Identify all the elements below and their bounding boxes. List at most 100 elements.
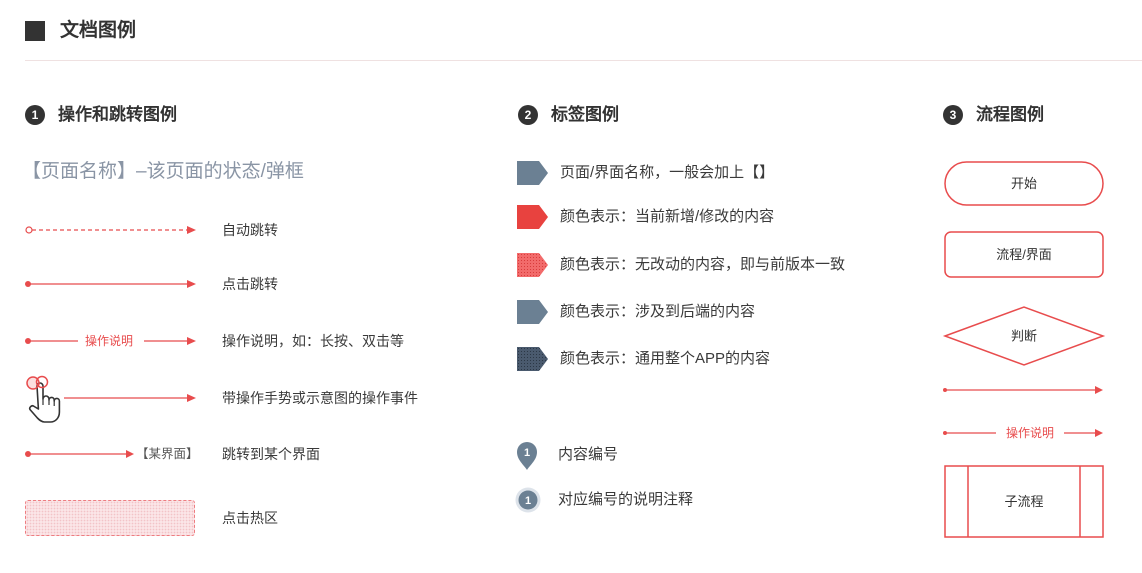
hand-gesture-icon	[26, 375, 61, 423]
tag-texture-dot	[533, 266, 534, 267]
tag-texture-dot	[530, 360, 531, 361]
tag-texture-dot	[533, 348, 534, 349]
tag-texture-dot	[545, 266, 546, 267]
tag-texture-dot	[527, 357, 528, 358]
tag-texture-dot	[539, 354, 540, 355]
tag-texture-dot	[518, 351, 519, 352]
tag-texture-dot	[530, 269, 531, 270]
tag-texture-dot	[536, 348, 537, 349]
tag-texture-dot	[527, 263, 528, 264]
tag-texture-dot	[524, 348, 525, 349]
tag-texture-dot	[536, 360, 537, 361]
arrow-inline-label: 【某界面】	[136, 447, 199, 461]
dotted-tag-icon	[517, 347, 548, 371]
flow-shapes: 开始 流程/界面 判断 操作说明	[942, 161, 1106, 538]
tag-label: 页面/界面名称，一般会加上【】	[560, 164, 775, 181]
tag-texture-dot	[524, 254, 525, 255]
tag-texture-dot	[539, 275, 540, 276]
tag-texture-dot	[518, 254, 519, 255]
tag-texture-dot	[539, 254, 540, 255]
tag-texture-dot	[527, 366, 528, 367]
tag-label: 颜色表示：无改动的内容，即与前版本一致	[560, 256, 846, 273]
page-title: 文档图例	[60, 20, 137, 41]
tag-texture-dot	[533, 354, 534, 355]
tag-texture-dot	[545, 263, 546, 264]
tag-texture-dot	[533, 272, 534, 273]
page-state-example: 【页面名称】–该页面的状态/弹框	[22, 161, 304, 182]
tag-texture-dot	[521, 260, 522, 261]
tag-texture-dot	[539, 272, 540, 273]
flow-decision-shape: 判断	[942, 306, 1106, 366]
tag-texture-dot	[527, 348, 528, 349]
tag-texture-dot	[539, 369, 540, 370]
tag-texture-dot	[536, 269, 537, 270]
arrow-to-screen-icon	[25, 450, 134, 458]
tag-texture-dot	[530, 357, 531, 358]
tag-texture-dot	[518, 369, 519, 370]
tag-texture-dot	[518, 272, 519, 273]
tag-texture-dot	[521, 360, 522, 361]
tag-texture-dot	[527, 257, 528, 258]
tag-texture-dot	[521, 351, 522, 352]
tag-texture-dot	[533, 369, 534, 370]
tag-texture-dot	[542, 260, 543, 261]
tag-texture-dot	[533, 257, 534, 258]
tag-texture-dot	[524, 351, 525, 352]
legend-label: 跳转到某个界面	[222, 446, 320, 462]
tag-texture-dot	[524, 266, 525, 267]
flow-arrow-inline-label: 操作说明	[1006, 425, 1054, 440]
tag-texture-dot	[530, 257, 531, 258]
tag-texture-dot	[539, 363, 540, 364]
tag-texture-dot	[521, 354, 522, 355]
tag-texture-dot	[530, 260, 531, 261]
tag-texture-dot	[521, 275, 522, 276]
tag-texture-dot	[533, 275, 534, 276]
tag-texture-dot	[539, 266, 540, 267]
dotted-tag-icon	[517, 253, 548, 277]
tag-texture-dot	[530, 263, 531, 264]
tag-texture-dot	[521, 266, 522, 267]
tag-texture-dot	[539, 351, 540, 352]
tag-texture-dot	[527, 354, 528, 355]
section-number-badge: 2	[518, 105, 538, 125]
section-title: 流程图例	[976, 105, 1044, 124]
tag-texture-dot	[527, 260, 528, 261]
legend-label: 带操作手势或示意图的操作事件	[222, 390, 418, 406]
section-title: 操作和跳转图例	[58, 105, 177, 124]
flow-arrow	[943, 386, 1103, 394]
tag-label: 颜色表示：涉及到后端的内容	[560, 303, 756, 320]
flow-subprocess-label: 子流程	[1004, 494, 1043, 509]
tag-texture-dot	[521, 257, 522, 258]
tag-texture-dot	[527, 369, 528, 370]
tag-label: 颜色表示：当前新增/修改的内容	[560, 208, 775, 225]
tag-texture-dot	[539, 257, 540, 258]
legend-label: 点击跳转	[222, 276, 278, 292]
tag-texture-dot	[539, 269, 540, 270]
tag-texture-dot	[536, 254, 537, 255]
tag-texture-dot	[530, 354, 531, 355]
tag-texture-dot	[521, 348, 522, 349]
tag-texture-dot	[530, 266, 531, 267]
arrow-inline-label: 操作说明	[85, 334, 134, 348]
flow-decision-label: 判断	[1011, 329, 1037, 344]
tag-texture-dot	[524, 269, 525, 270]
tag-texture-dot	[539, 366, 540, 367]
tag-texture-dot	[536, 260, 537, 261]
tag-texture-dot	[518, 348, 519, 349]
tag-texture-dot	[530, 275, 531, 276]
tag-texture-dot	[542, 263, 543, 264]
flow-process-label: 流程/界面	[996, 247, 1052, 262]
tag-texture-dot	[536, 263, 537, 264]
tag-texture-dot	[524, 357, 525, 358]
solid-arrow-icon	[25, 280, 196, 288]
legend-label: 点击热区	[222, 510, 278, 526]
tag-texture-dot	[518, 360, 519, 361]
tag-texture-dot	[521, 272, 522, 273]
tag-texture-dot	[536, 366, 537, 367]
tag-texture-dot	[533, 351, 534, 352]
tag-texture-dot	[521, 357, 522, 358]
legend-label: 自动跳转	[222, 222, 278, 238]
tag-texture-dot	[536, 351, 537, 352]
tag-texture-dot	[521, 269, 522, 270]
flow-start-shape: 开始	[944, 161, 1104, 206]
